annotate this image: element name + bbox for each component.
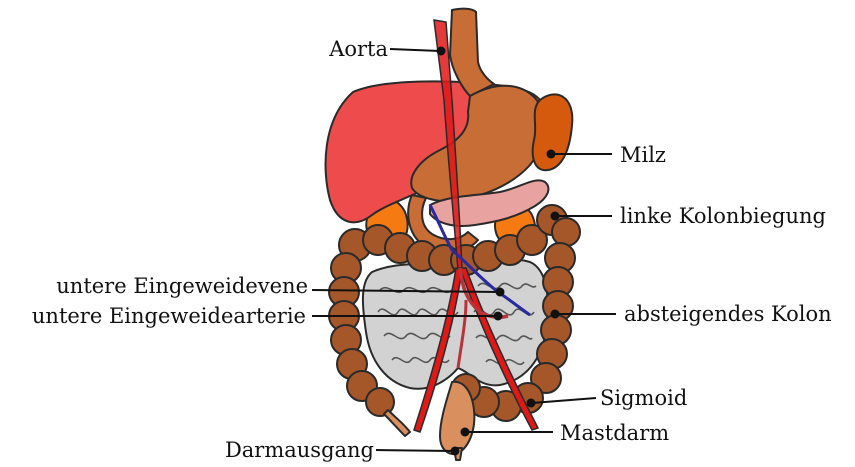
- label-mastdarm: Mastdarm: [560, 421, 669, 445]
- label-linke-kolonbiegung: linke Kolonbiegung: [620, 204, 826, 228]
- label-untere-eingeweidearterie: untere Eingeweidearterie: [32, 304, 306, 328]
- rectum: [440, 382, 474, 454]
- appendix: [384, 410, 410, 436]
- leader-mastdarm: [461, 428, 554, 437]
- label-sigmoid: Sigmoid: [600, 386, 687, 410]
- label-untere-eingeweidevene: untere Eingeweidevene: [56, 274, 308, 298]
- label-absteigendes-kolon: absteigendes Kolon: [624, 302, 832, 326]
- label-darmausgang: Darmausgang: [225, 438, 374, 462]
- label-milz: Milz: [620, 143, 666, 167]
- label-aorta: Aorta: [328, 37, 388, 61]
- spleen: [533, 94, 573, 170]
